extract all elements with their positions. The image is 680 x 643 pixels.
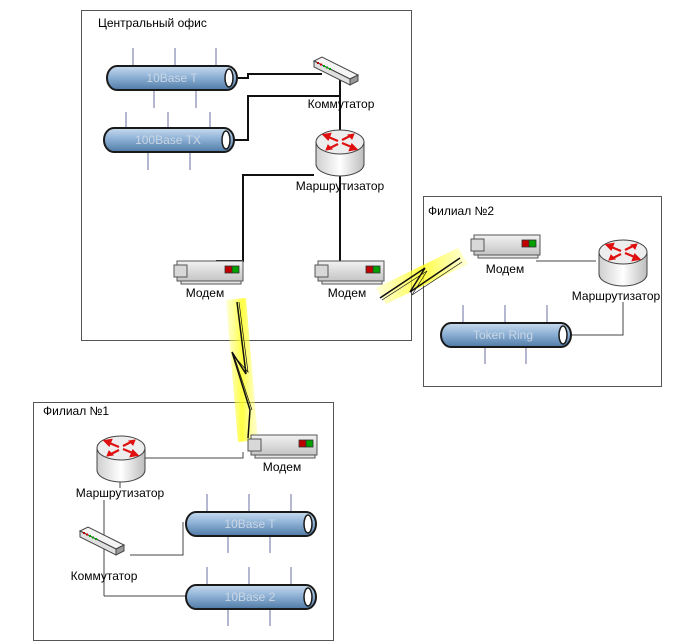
- branch2-bus-drops: [462, 305, 548, 364]
- branch1-bus-10base-t-label: 10Base T: [224, 517, 276, 531]
- wireless-link-branch2: [376, 248, 468, 304]
- branch1-router-label: Маршрутизатор: [76, 486, 165, 500]
- branch2-bus-token-ring-label: Token Ring: [473, 328, 533, 342]
- central-modem2-icon: [314, 260, 385, 285]
- branch2-modem-icon: [470, 234, 541, 259]
- branch1-office-box: [33, 402, 334, 641]
- branch2-title: Филиал №2: [428, 204, 494, 218]
- central-bus-100base-tx-label: 100Base TX: [135, 133, 201, 147]
- central-modem2-label: Модем: [328, 286, 366, 300]
- central-router-icon: [314, 128, 366, 178]
- branch1-bus-drops: [206, 494, 292, 626]
- central-modem1-label: Модем: [186, 286, 224, 300]
- branch1-title: Филиал №1: [43, 404, 109, 418]
- branch1-bus-10base-2-label: 10Base 2: [225, 590, 276, 604]
- branch2-wires: [536, 260, 624, 336]
- branch2-modem-label: Модем: [486, 262, 524, 276]
- central-router-label: Маршрутизатор: [296, 179, 385, 193]
- branch1-router-icon: [95, 434, 147, 484]
- branch1-switch-icon: [79, 526, 125, 556]
- branch1-modem-icon: [247, 434, 318, 459]
- central-bus1-drops: [125, 48, 217, 170]
- wireless-link-branch1: [226, 298, 258, 442]
- branch1-switch-label: Коммутатор: [71, 569, 138, 583]
- central-office-title: Центральный офис: [98, 16, 207, 30]
- central-bus-10base-t-label: 10Base T: [146, 71, 198, 85]
- branch2-router-label: Маршрутизатор: [572, 289, 661, 303]
- branch1-modem-label: Модем: [263, 460, 301, 474]
- branch2-office-box: [423, 196, 662, 387]
- central-switch-icon: [313, 56, 359, 86]
- central-modem1-icon: [173, 260, 244, 285]
- central-switch-label: Коммутатор: [308, 97, 375, 111]
- branch2-router-icon: [597, 238, 649, 288]
